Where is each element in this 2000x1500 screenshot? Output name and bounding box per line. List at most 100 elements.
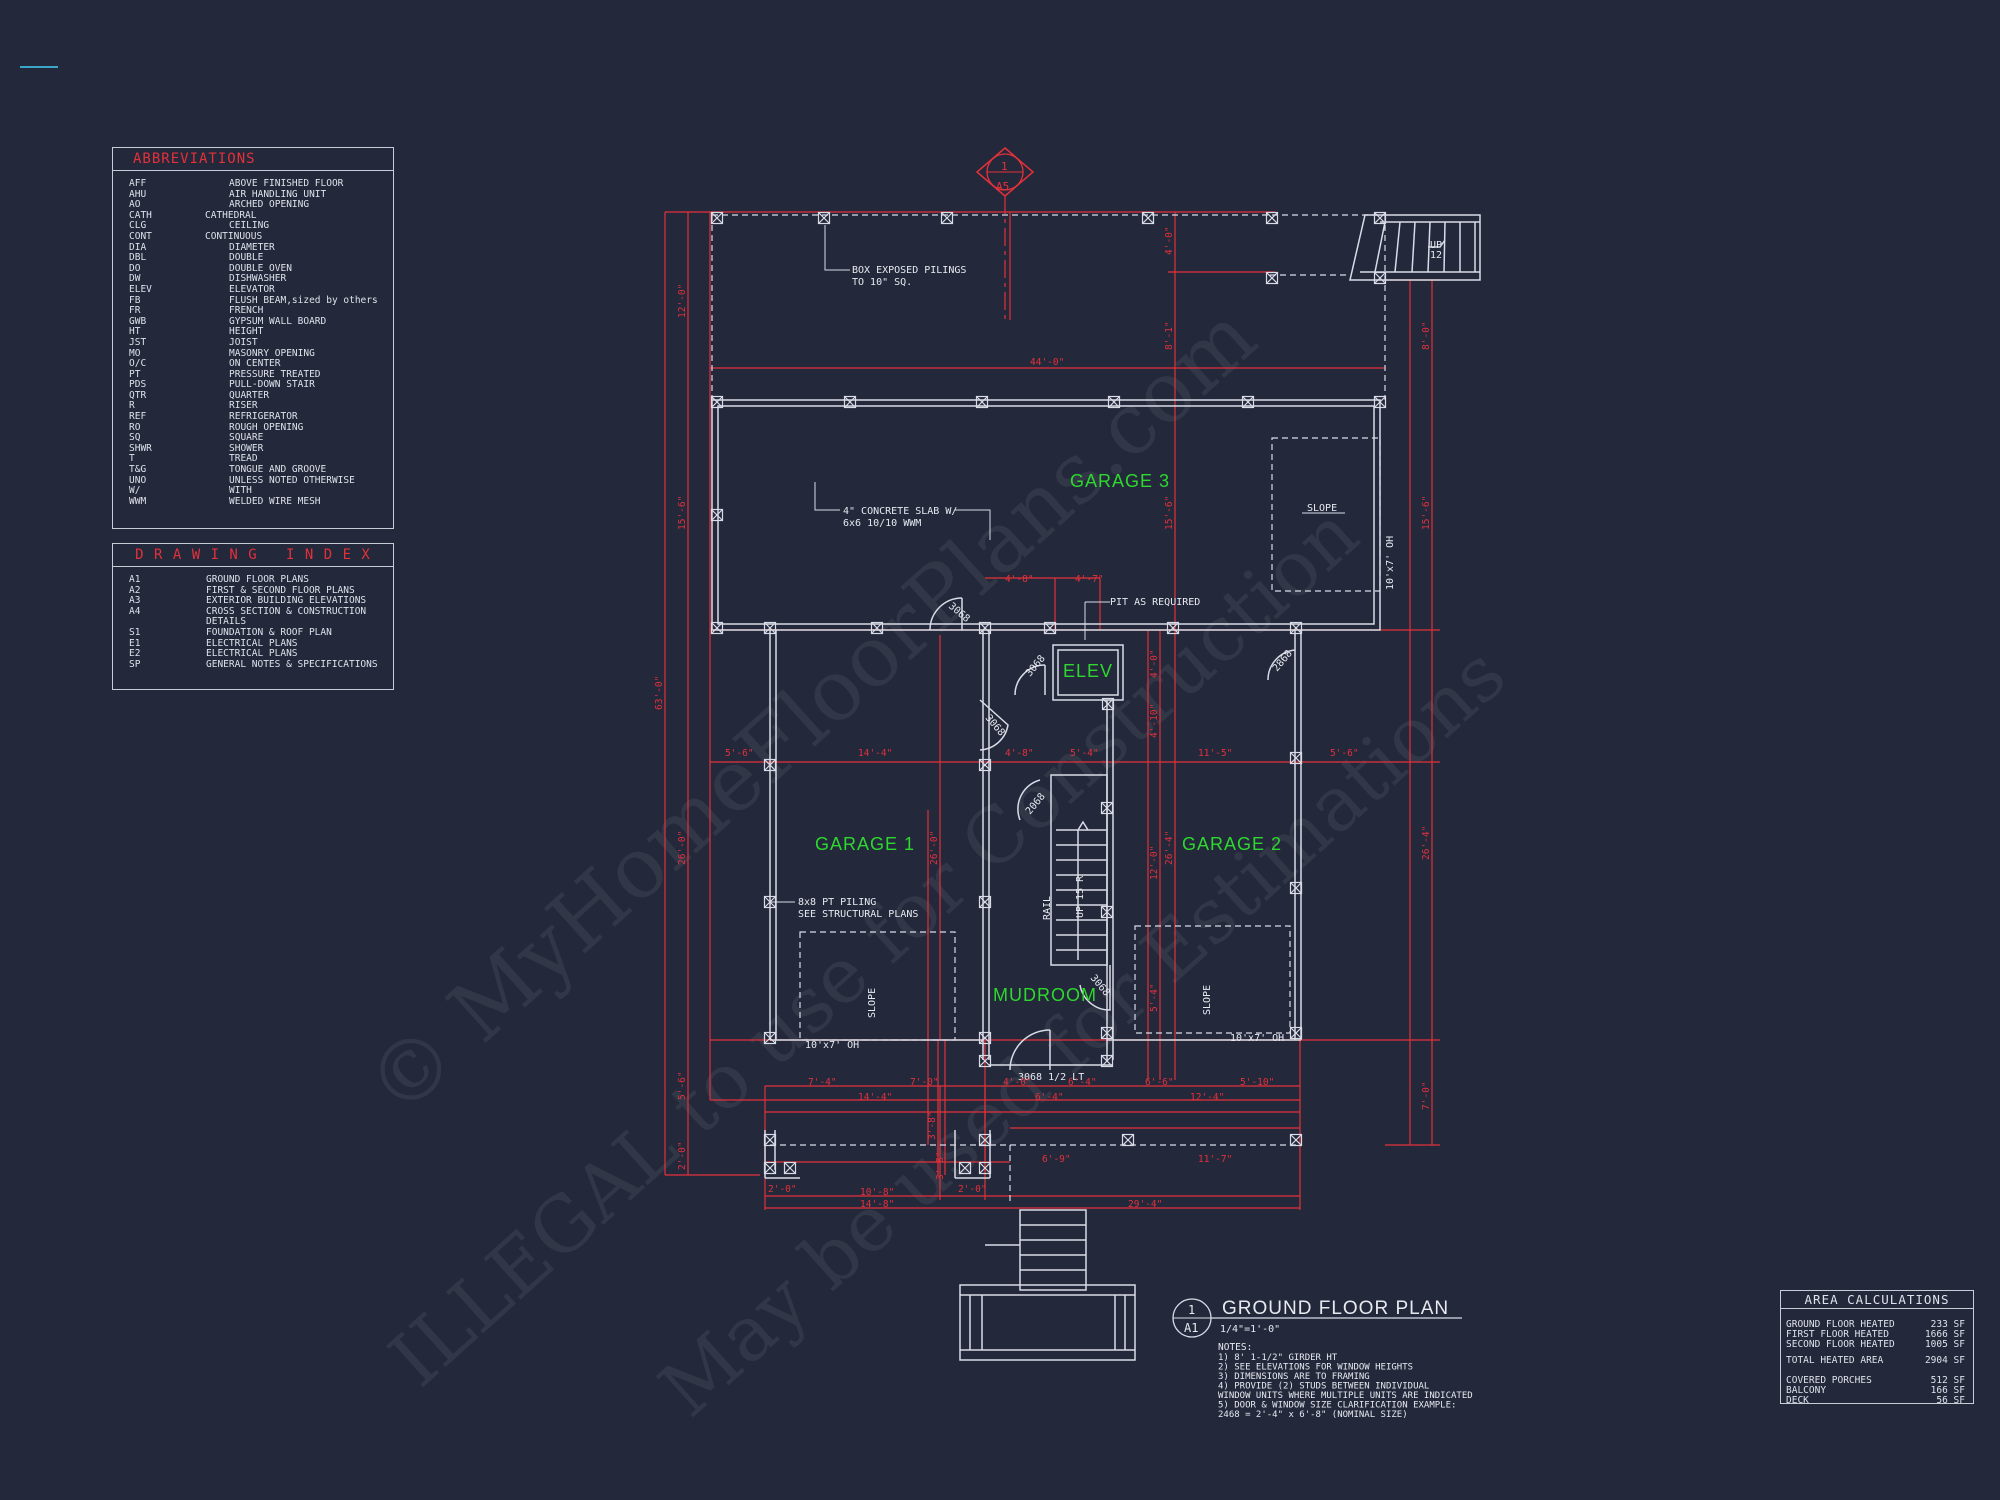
abbreviation-code: PDS <box>129 379 147 391</box>
dim-29-4: 29'-4" <box>1128 1199 1162 1210</box>
dim-4-0b: 4'-0" <box>1149 649 1160 678</box>
dim-6-9: 6'-9" <box>1042 1154 1071 1165</box>
drawing-index-code: A3 <box>129 595 141 607</box>
abbreviation-meaning: DISHWASHER <box>229 273 287 285</box>
drawing-note: 2468 = 2'-4" x 6'-8" (NOMINAL SIZE) <box>1218 1410 1408 1420</box>
area-total-label: TOTAL HEATED AREA <box>1786 1355 1884 1366</box>
abbreviation-code: REF <box>129 411 147 423</box>
note-pit: PIT AS REQUIRED <box>1110 597 1200 608</box>
piling-marker <box>1121 1133 1135 1147</box>
piling-marker <box>763 1161 777 1175</box>
note-slab-mesh: 6x6 10/10 WWM <box>843 518 921 529</box>
dim-11-5: 11'-5" <box>1198 748 1232 759</box>
dim-6-6: 6'-6" <box>1145 1077 1174 1088</box>
drawing-index-code: SP <box>129 658 141 670</box>
piling-marker <box>940 211 954 225</box>
abbreviation-code: PT <box>129 368 141 380</box>
dim-7-0: 7'-0" <box>910 1077 939 1088</box>
note-slope-garage3: SLOPE <box>1307 503 1337 514</box>
abbreviation-meaning: CEILING <box>229 220 270 232</box>
drawing-index-name: CROSS SECTION & CONSTRUCTION DETAILS <box>206 605 367 628</box>
dim-4-7: 4'-7" <box>1075 574 1104 585</box>
dashed-lines <box>711 214 1386 1205</box>
piling-marker <box>1141 211 1155 225</box>
note-pilings-size: TO 10" SQ. <box>852 277 912 288</box>
area-extra-value: 56 SF <box>1936 1395 1965 1406</box>
title-sheet: A1 <box>1184 1321 1198 1335</box>
abbreviation-meaning: RISER <box>229 400 258 412</box>
piling-marker <box>1373 395 1387 409</box>
dim-26-right: 26'-4" <box>1421 826 1432 860</box>
room-label-garage1: GARAGE 1 <box>815 834 915 854</box>
piling-marker <box>1100 905 1114 919</box>
piling-marker <box>975 395 989 409</box>
area-value: 233 SF <box>1930 1319 1965 1330</box>
note-piling-8x8: 8x8 PT PILING <box>798 897 876 908</box>
abbreviation-meaning: FRENCH <box>229 305 264 317</box>
abbreviation-code: CLG <box>129 220 147 232</box>
piling-marker <box>1373 211 1387 225</box>
dim-4-8: 4'-8" <box>1005 574 1034 585</box>
abbreviation-code: AO <box>129 199 141 211</box>
dim-11-7: 11'-7" <box>1198 1154 1232 1165</box>
drawing-index-row: S1 FOUNDATION & ROOF PLAN <box>129 626 393 639</box>
drawing-index-code: A2 <box>129 584 141 596</box>
dim-5-0: 4'-0" <box>1003 1077 1032 1088</box>
drawing-index-code: S1 <box>129 626 141 638</box>
section-marker: 1 A5 <box>975 147 1035 320</box>
note-oh-garage2: 10'x7' OH <box>1230 1033 1284 1044</box>
area-total-value: 2904 SF <box>1924 1355 1965 1366</box>
piling-marker <box>1289 1026 1303 1040</box>
piling-marker <box>1289 881 1303 895</box>
piling-marker <box>978 1031 992 1045</box>
area-extra-label: DECK <box>1786 1395 1809 1406</box>
dim-5-4-stair: 5'-4" <box>1149 983 1160 1012</box>
dim-7-4: 7'-4" <box>808 1077 837 1088</box>
piling-marker <box>763 1031 777 1045</box>
drawing-index-code: E2 <box>129 648 141 660</box>
piling-marker <box>1241 395 1255 409</box>
abbreviation-code: SHWR <box>129 442 152 454</box>
abbreviation-code: MO <box>129 347 141 359</box>
abbreviation-meaning: PULL-DOWN STAIR <box>229 379 315 391</box>
abbreviation-meaning: DOUBLE OVEN <box>229 262 292 274</box>
drawing-index-name: FOUNDATION & ROOF PLAN <box>206 626 332 638</box>
dim-26-left: 26'-0" <box>677 831 688 865</box>
drawing-index-name: GENERAL NOTES & SPECIFICATIONS <box>206 658 378 670</box>
room-label-garage2: GARAGE 2 <box>1182 834 1282 854</box>
piling-marker <box>958 1161 972 1175</box>
piling-marker <box>870 621 884 635</box>
abbreviation-meaning: WITH <box>229 485 252 497</box>
section-number: 1 <box>1001 160 1008 173</box>
piling-marker <box>1265 271 1279 285</box>
piling-marker <box>783 1161 797 1175</box>
annotation-leaders <box>770 225 1345 903</box>
area-value: 1666 SF <box>1924 1329 1965 1340</box>
abbreviation-meaning: ELEVATOR <box>229 283 275 295</box>
room-label-garage3: GARAGE 3 <box>1070 471 1170 491</box>
note-pilings: BOX EXPOSED PILINGS <box>852 265 966 276</box>
room-label-mudroom: MUDROOM <box>993 985 1097 1005</box>
abbreviation-code: QTR <box>129 389 147 401</box>
dim-4-top: 4'-0" <box>1164 226 1175 255</box>
notes-label: NOTES: <box>1218 1342 1252 1353</box>
drawing-note: WINDOW UNITS WHERE MULTIPLE UNITS ARE IN… <box>1218 1391 1473 1401</box>
note-oh-garage1: 10'x7' OH <box>805 1040 859 1051</box>
abbreviation-code: HT <box>129 326 141 338</box>
abbreviation-row: W/WITH <box>129 486 393 497</box>
